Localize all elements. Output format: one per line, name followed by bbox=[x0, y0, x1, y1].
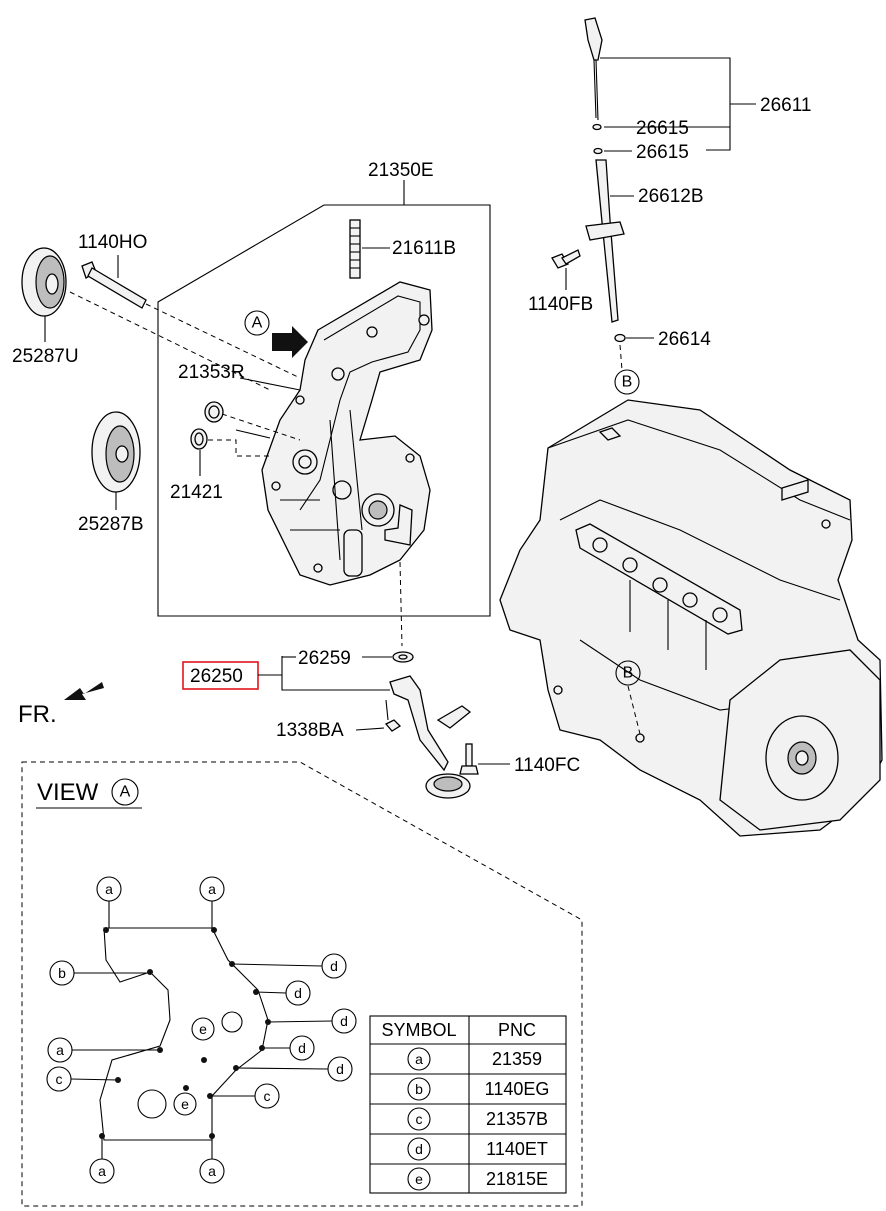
svg-text:d: d bbox=[298, 1040, 306, 1056]
table-symbol: c bbox=[416, 1111, 423, 1127]
label-25287B[interactable]: 25287B bbox=[78, 514, 144, 535]
label-21353R[interactable]: 21353R bbox=[178, 362, 245, 383]
label-1140FC[interactable]: 1140FC bbox=[514, 755, 580, 776]
table-symbol: b bbox=[415, 1081, 423, 1097]
svg-text:e: e bbox=[199, 1021, 207, 1037]
svg-text:a: a bbox=[56, 1042, 64, 1058]
svg-text:d: d bbox=[336, 1061, 344, 1077]
svg-text:d: d bbox=[294, 985, 302, 1001]
engine-block: B bbox=[499, 399, 883, 837]
svg-text:a: a bbox=[208, 881, 216, 897]
label-21350E[interactable]: 21350E bbox=[368, 160, 434, 181]
table-header-pnc: PNC bbox=[498, 1020, 536, 1040]
timing-cover-group: 21350E 21611B bbox=[157, 160, 491, 617]
table-pnc: 1140ET bbox=[486, 1139, 548, 1159]
label-26250[interactable]: 26250 bbox=[190, 666, 243, 687]
table-symbol: a bbox=[415, 1051, 423, 1067]
bolt-1140FB[interactable] bbox=[551, 249, 581, 269]
table-pnc: 21357B bbox=[486, 1109, 548, 1129]
oil-strainer-group: 26259 26250 1338BA 1140FC bbox=[182, 561, 580, 799]
oil-strainer-26250[interactable] bbox=[389, 675, 472, 799]
marker-b-top bbox=[614, 369, 640, 395]
marker-b-top-text: B bbox=[622, 374, 633, 391]
svg-text:c: c bbox=[264, 1088, 271, 1104]
svg-text:d: d bbox=[330, 958, 338, 974]
label-26611[interactable]: 26611 bbox=[760, 95, 811, 116]
marker-b-engine bbox=[615, 660, 641, 686]
o-ring-26615-top[interactable] bbox=[592, 123, 602, 131]
view-a-panel: VIEW A a a b d d d d d e e a bbox=[21, 761, 583, 1207]
dipstick-group: 26611 26615 26615 26612B 1140FB 26614 B bbox=[528, 17, 811, 395]
svg-text:d: d bbox=[340, 1013, 348, 1029]
nut-1338BA[interactable] bbox=[384, 719, 402, 732]
label-26259[interactable]: 26259 bbox=[298, 648, 351, 669]
label-21421[interactable]: 21421 bbox=[170, 482, 223, 503]
svg-text:e: e bbox=[181, 1096, 189, 1112]
table-pnc: 21359 bbox=[492, 1049, 542, 1069]
label-25287U[interactable]: 25287U bbox=[12, 346, 79, 367]
label-1338BA[interactable]: 1338BA bbox=[276, 720, 344, 741]
o-ring-26614[interactable] bbox=[614, 333, 626, 343]
label-26612B[interactable]: 26612B bbox=[638, 186, 704, 207]
label-1140FB[interactable]: 1140FB bbox=[528, 294, 593, 315]
pulley-25287U[interactable] bbox=[21, 247, 67, 317]
timing-cover[interactable] bbox=[261, 281, 433, 586]
front-label: FR. bbox=[18, 701, 57, 728]
symbol-pnc-table: SYMBOL PNC a 21359 b 1140EG c 21357B d 1… bbox=[369, 1015, 567, 1194]
svg-text:c: c bbox=[56, 1071, 63, 1087]
o-ring-26615-bottom[interactable] bbox=[593, 147, 603, 155]
label-26615-top[interactable]: 26615 bbox=[636, 118, 689, 139]
pulley-25287B[interactable] bbox=[91, 411, 141, 493]
view-a-marker-text: A bbox=[252, 315, 263, 332]
view-a-arrow bbox=[272, 326, 308, 358]
pulley-group: 1140HO 25287U 25287B bbox=[12, 232, 301, 535]
view-callouts: a a b d d d d d e e a c c a bbox=[46, 876, 357, 1184]
highlight-box-26250 bbox=[182, 661, 259, 690]
svg-text:b: b bbox=[58, 965, 66, 981]
table-symbol: e bbox=[415, 1171, 423, 1187]
front-direction: FR. bbox=[18, 682, 104, 728]
label-21611B[interactable]: 21611B bbox=[392, 238, 456, 259]
dipstick-tube-26612B[interactable] bbox=[585, 159, 625, 323]
table-pnc: 1140EG bbox=[485, 1079, 550, 1099]
table-pnc: 21815E bbox=[486, 1169, 548, 1189]
dipstick-handle[interactable] bbox=[584, 17, 603, 121]
stud-21611B[interactable] bbox=[349, 219, 361, 279]
view-title-marker: A bbox=[120, 784, 131, 801]
view-title: VIEW bbox=[37, 779, 99, 806]
label-1140HO[interactable]: 1140HO bbox=[78, 232, 147, 253]
label-26614[interactable]: 26614 bbox=[658, 329, 711, 350]
bolt-1140HO[interactable] bbox=[81, 261, 147, 309]
svg-text:a: a bbox=[98, 1163, 106, 1179]
marker-b-engine-text: B bbox=[623, 665, 634, 682]
svg-text:a: a bbox=[208, 1163, 216, 1179]
svg-text:a: a bbox=[105, 881, 113, 897]
label-26615-bottom[interactable]: 26615 bbox=[636, 142, 689, 163]
table-symbol: d bbox=[415, 1141, 423, 1157]
bolt-1140FC[interactable] bbox=[459, 743, 479, 775]
view-a-marker bbox=[244, 310, 270, 336]
table-header-symbol: SYMBOL bbox=[381, 1020, 456, 1040]
